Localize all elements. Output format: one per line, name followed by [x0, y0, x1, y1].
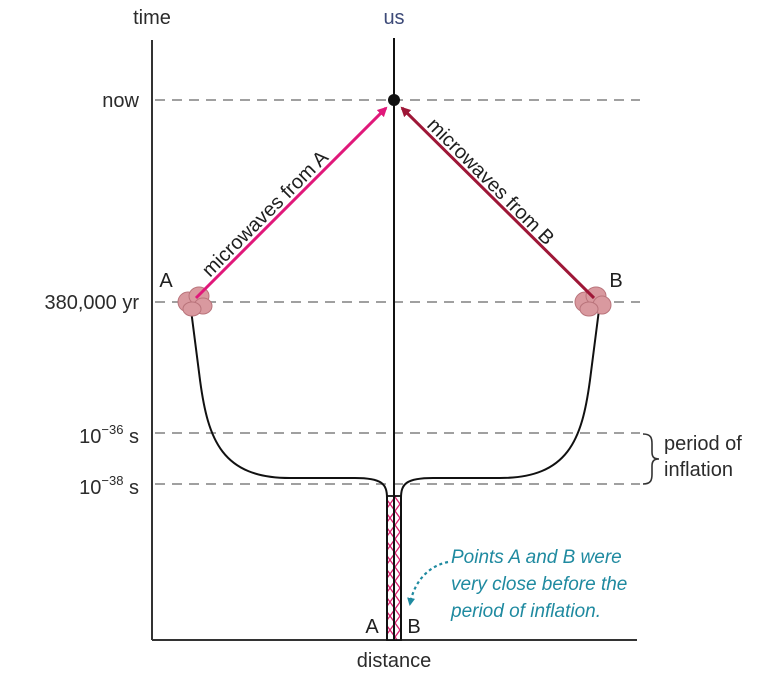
- microwaves-from-a-label: microwaves from A: [198, 146, 333, 281]
- tick-inflation-start: 10−38 s: [79, 473, 139, 499]
- inflation-label-line1: period of: [664, 433, 742, 455]
- point-b-label: B: [609, 270, 622, 292]
- us-point: [388, 94, 400, 106]
- cloud-a-icon: [177, 286, 213, 317]
- tick-now: now: [102, 90, 139, 112]
- tick-inflation-end: 10−36 s: [79, 422, 139, 448]
- note-arrow: [407, 560, 449, 606]
- distance-axis-label: distance: [357, 650, 432, 672]
- us-label: us: [383, 7, 404, 29]
- note-line-1: Points A and B were: [451, 547, 622, 568]
- time-axis-label: time: [133, 7, 171, 29]
- point-b-bottom-label: B: [407, 616, 420, 638]
- arrow-microwaves-a: [194, 106, 388, 300]
- tick-380000-yr: 380,000 yr: [44, 292, 139, 314]
- inflation-label-line2: inflation: [664, 459, 733, 481]
- microwaves-from-b-label: microwaves from B: [422, 114, 558, 250]
- inflation-brace: [642, 433, 660, 485]
- arrow-microwaves-b: [400, 106, 596, 300]
- point-a-label: A: [159, 270, 173, 292]
- cloud-b-icon: [574, 286, 612, 317]
- note-line-3: period of inflation.: [450, 601, 601, 622]
- worldline-b: [400, 301, 601, 640]
- note-line-2: very close before the: [451, 574, 627, 595]
- point-a-bottom-label: A: [365, 616, 379, 638]
- worldline-a: [189, 301, 388, 640]
